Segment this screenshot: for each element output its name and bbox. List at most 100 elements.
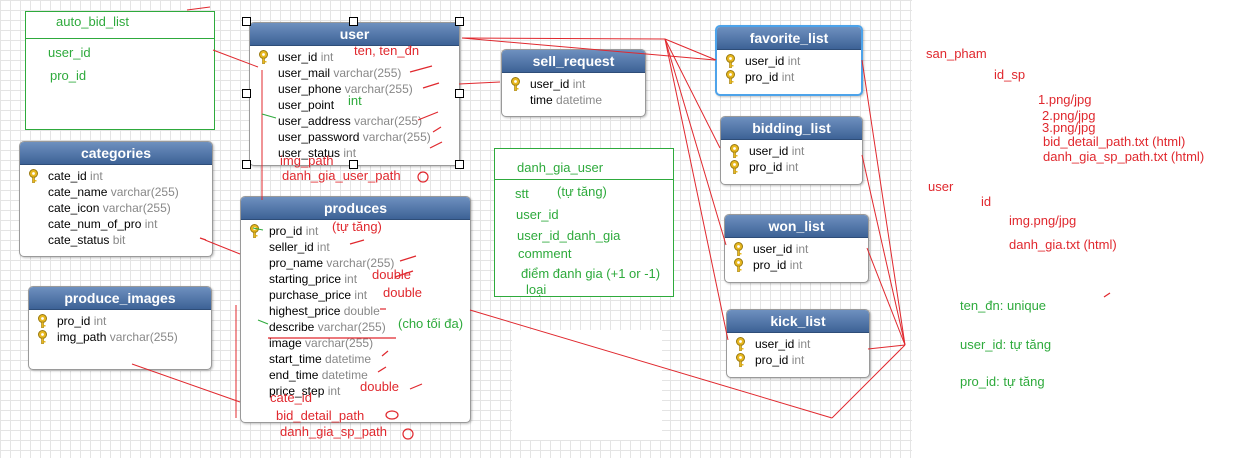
primary-key-icon	[735, 353, 746, 368]
column-row-cate-icon[interactable]: cate_icon varchar(255)	[26, 200, 206, 216]
column-row-user-phone[interactable]: user_phone varchar(255)	[256, 81, 453, 97]
column-row-user-id[interactable]: user_id int	[723, 53, 855, 69]
column-row-purchase-price[interactable]: purchase_price int	[247, 287, 464, 303]
ann-describe-max: (cho tối đa)	[398, 316, 464, 331]
column-row-user-password[interactable]: user_password varchar(255)	[256, 129, 453, 145]
column-row-cate-status[interactable]: cate_status bit	[26, 232, 206, 248]
table-bidding-list-header: bidding_list	[721, 117, 862, 140]
column-name: user_id	[749, 144, 789, 158]
user-handle-bm[interactable]	[349, 160, 358, 169]
column-row-user-status[interactable]: user_status int	[256, 145, 453, 161]
column-row-describe[interactable]: describe varchar(255)	[247, 319, 464, 335]
column-row-user-id[interactable]: user_id int	[508, 76, 639, 92]
primary-key-icon	[725, 54, 736, 69]
column-row-img-path[interactable]: img_path varchar(255)	[35, 329, 205, 345]
column-name: starting_price	[269, 272, 342, 286]
column-name: pro_id	[269, 224, 303, 238]
auto-bid-list-box[interactable]: auto_bid_list user_id pro_id	[25, 11, 215, 130]
column-row-pro-id[interactable]: pro_id int	[247, 223, 464, 239]
primary-key-icon	[735, 337, 746, 352]
column-row-highest-price[interactable]: highest_price double	[247, 303, 464, 319]
column-name: user_address	[278, 114, 351, 128]
column-row-pro-id[interactable]: pro_id int	[727, 159, 856, 175]
column-type: varchar(255)	[102, 201, 171, 215]
column-name: pro_id	[755, 353, 789, 367]
danh-gia-field-stt: stt	[515, 186, 529, 201]
user-handle-br[interactable]	[455, 160, 464, 169]
column-type: bit	[112, 233, 126, 247]
note-danh-gia: danh_gia.txt (html)	[1009, 237, 1117, 252]
column-row-pro-id[interactable]: pro_id int	[723, 69, 855, 85]
user-handle-bl[interactable]	[242, 160, 251, 169]
column-row-image[interactable]: image varchar(255)	[247, 335, 464, 351]
column-type: int	[327, 384, 341, 398]
column-name: img_path	[57, 330, 107, 344]
column-type: int	[785, 160, 799, 174]
ann-price-step-double: double	[360, 379, 400, 394]
column-type: double	[343, 304, 380, 318]
column-row-pro-name[interactable]: pro_name varchar(255)	[247, 255, 464, 271]
column-row-seller-id[interactable]: seller_id int	[247, 239, 464, 255]
user-handle-tl[interactable]	[242, 17, 251, 26]
column-row-user-address[interactable]: user_address varchar(255)	[256, 113, 453, 129]
column-row-pro-id[interactable]: pro_id int	[733, 352, 863, 368]
canvas-blank-area	[512, 330, 662, 440]
column-name: pro_id	[745, 70, 779, 84]
column-row-start-time[interactable]: start_time datetime	[247, 351, 464, 367]
column-type: int	[781, 70, 795, 84]
primary-key-icon	[729, 160, 740, 175]
column-name: cate_name	[48, 185, 108, 199]
primary-key-icon	[37, 330, 48, 345]
column-row-pro-id[interactable]: pro_id int	[731, 257, 862, 273]
column-row-user-id[interactable]: user_id int	[727, 143, 856, 159]
column-row-time[interactable]: time datetime	[508, 92, 639, 108]
user-handle-tr[interactable]	[455, 17, 464, 26]
column-row-price-step[interactable]: price_step int	[247, 383, 464, 399]
auto-bid-list-field-user-id: user_id	[48, 45, 91, 60]
column-name: user_id	[278, 50, 318, 64]
column-row-starting-price[interactable]: starting_price int	[247, 271, 464, 287]
user-handle-ml[interactable]	[242, 89, 251, 98]
danh-gia-user-box[interactable]: danh_gia_user stt (tự tăng) user_id user…	[494, 148, 674, 297]
ann-danh-gia-sp-path: danh_gia_sp_path	[280, 424, 387, 439]
user-handle-tm[interactable]	[349, 17, 358, 26]
column-type: int	[144, 217, 158, 231]
column-row-user-id[interactable]: user_id int	[733, 336, 863, 352]
column-row-cate-id[interactable]: cate_id int	[26, 168, 206, 184]
column-type: int	[791, 353, 805, 367]
note-file-2: 2.png/jpg	[1042, 108, 1096, 123]
column-name: cate_num_of_pro	[48, 217, 142, 231]
primary-key-icon	[28, 169, 39, 184]
column-row-pro-id[interactable]: pro_id int	[35, 313, 205, 329]
table-won-list-header: won_list	[725, 215, 868, 238]
ann-user-name-login: ten, ten_đn	[354, 43, 420, 58]
note-san-pham: san_pham	[926, 46, 987, 61]
table-kick-list-header: kick_list	[727, 310, 869, 333]
column-name: pro_name	[269, 256, 324, 270]
column-row-user-mail[interactable]: user_mail varchar(255)	[256, 65, 453, 81]
column-row-end-time[interactable]: end_time datetime	[247, 367, 464, 383]
note-user-id-auto: user_id: tự tăng	[960, 337, 1052, 352]
user-handle-mr[interactable]	[455, 89, 464, 98]
column-name: user_id	[745, 54, 785, 68]
column-type: int	[90, 169, 103, 183]
column-row-user-id[interactable]: user_id int	[256, 49, 453, 65]
column-row-cate-num-of-pro[interactable]: cate_num_of_pro int	[26, 216, 206, 232]
column-row-cate-name[interactable]: cate_name varchar(255)	[26, 184, 206, 200]
auto-bid-list-divider	[26, 38, 214, 39]
column-row-user-id[interactable]: user_id int	[731, 241, 862, 257]
column-row-user-point[interactable]: user_point	[256, 97, 453, 113]
